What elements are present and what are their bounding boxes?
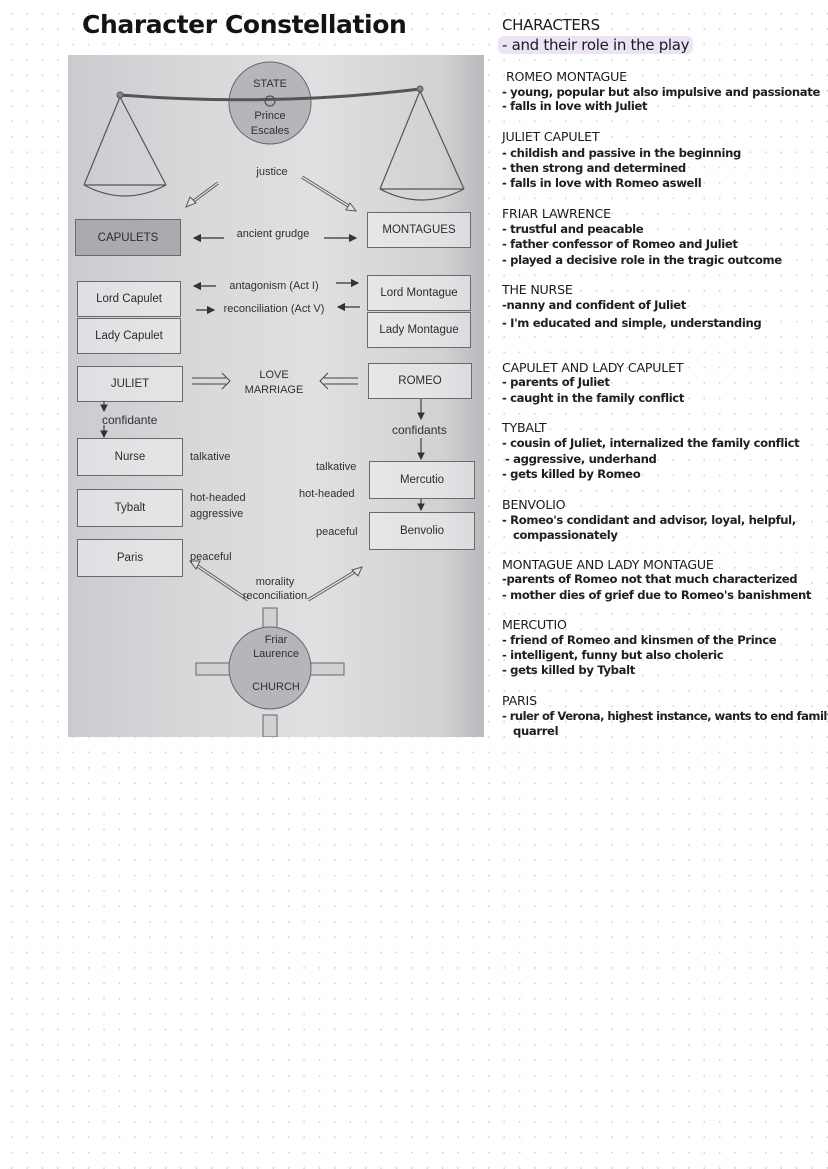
state-label: STATE [253,78,287,90]
cross-bottom [262,714,278,737]
morality-label: morality [255,576,295,588]
lord-capulet-box: Lord Capulet [77,281,181,317]
state-circle [228,61,312,145]
note-line: -parents of Romeo not that much characte… [502,572,798,586]
escales-label: Escales [250,125,290,137]
note-line: quarrel [513,724,559,738]
confidants-label: confidants [392,423,447,437]
romeo-box: ROMEO [368,363,472,399]
tybalt-box: Tybalt [77,489,183,527]
note-line: - aggressive, underhand [505,452,657,466]
justice-label: justice [256,166,288,178]
note-line: compassionately [513,528,618,542]
note-line: - young, popular but also impulsive and … [502,85,820,99]
scale-beam [119,87,421,102]
lady-capulet-box: Lady Capulet [77,318,181,354]
friar-label: Friar [264,634,288,646]
montagues-box: MONTAGUES [367,212,471,248]
lord-montague-box: Lord Montague [367,275,471,311]
character-diagram: STATE Prince Escales justice CAPULETS an… [68,55,484,737]
diagram-lines [83,61,465,737]
talkative-left-label: talkative [190,451,231,463]
juliet-box: JULIET [77,366,183,402]
confidante-label: confidante [102,413,158,427]
note-line: - father confessor of Romeo and Juliet [502,237,738,251]
section-heading-juliet: JULIET CAPULET [502,129,600,144]
section-heading-friar: FRIAR LAWRENCE [502,206,611,221]
antagonism-label: antagonism (Act I) [229,280,319,292]
hot-headed-right-label: hot-headed [299,488,355,500]
hot-headed-left-label: hot-headed [190,492,246,504]
note-line: - Romeo's condidant and advisor, loyal, … [502,513,796,527]
left-scale-pan [83,184,167,197]
benvolio-box: Benvolio [369,512,475,550]
section-heading-nurse: THE NURSE [502,282,573,297]
laurence-label: Laurence [253,648,299,660]
section-heading-paris: PARIS [502,693,537,708]
talkative-right-label: talkative [316,461,357,473]
section-heading-romeo: ROMEO MONTAGUE [506,69,627,84]
note-line: -nanny and confident of Juliet [502,298,686,312]
cross-top [262,607,278,629]
section-heading-montague-parents: MONTAGUE AND LADY MONTAGUE [502,557,714,572]
section-heading-mercutio: MERCUTIO [502,617,567,632]
note-line: - played a decisive role in the tragic o… [502,253,782,267]
prince-label: Prince [254,110,286,122]
note-line: - I'm educated and simple, understanding [502,316,762,330]
note-line: - friend of Romeo and kinsmen of the Pri… [502,633,777,647]
peaceful-left-label: peaceful [190,551,232,563]
note-line: - then strong and determined [502,161,686,175]
note-line: - mother dies of grief due to Romeo's ba… [502,588,812,602]
church-label: CHURCH [252,681,300,693]
nurse-box: Nurse [77,438,183,476]
capulets-box: CAPULETS [75,219,181,256]
paris-box: Paris [77,539,183,577]
notes-subheading: - and their role in the play [498,36,694,54]
note-line: - gets killed by Romeo [502,467,641,481]
aggressive-label: aggressive [190,508,244,520]
section-heading-tybalt: TYBALT [502,420,547,435]
note-line: - ruler of Verona, highest instance, wan… [502,709,828,723]
right-scale-pan [379,188,465,201]
note-line: - falls in love with Juliet [502,99,648,113]
note-line: - trustful and peacable [502,222,644,236]
note-line: - childish and passive in the beginning [502,146,741,160]
reconciliation-label: reconciliation [242,590,308,602]
note-line: - parents of Juliet [502,375,610,389]
lady-montague-box: Lady Montague [367,312,471,348]
peaceful-right-label: peaceful [316,526,358,538]
note-line: - intelligent, funny but also choleric [502,648,724,662]
note-line: - falls in love with Romeo aswell [502,176,702,190]
love-label: LOVE [259,369,289,381]
reconciliation-act-label: reconciliation (Act V) [223,303,325,315]
notes-heading: CHARACTERS [502,16,600,34]
note-line: - gets killed by Tybalt [502,663,635,677]
note-line: - caught in the family conflict [502,391,685,405]
page-title: Character Constellation [82,10,407,39]
church-circle [228,626,312,710]
mercutio-box: Mercutio [369,461,475,499]
section-heading-capulet-parents: CAPULET AND LADY CAPULET [502,360,684,375]
marriage-label: MARRIAGE [244,384,304,396]
ancient-grudge-label: ancient grudge [236,228,310,240]
section-heading-benvolio: BENVOLIO [502,497,566,512]
note-line: - cousin of Juliet, internalized the fam… [502,436,800,450]
